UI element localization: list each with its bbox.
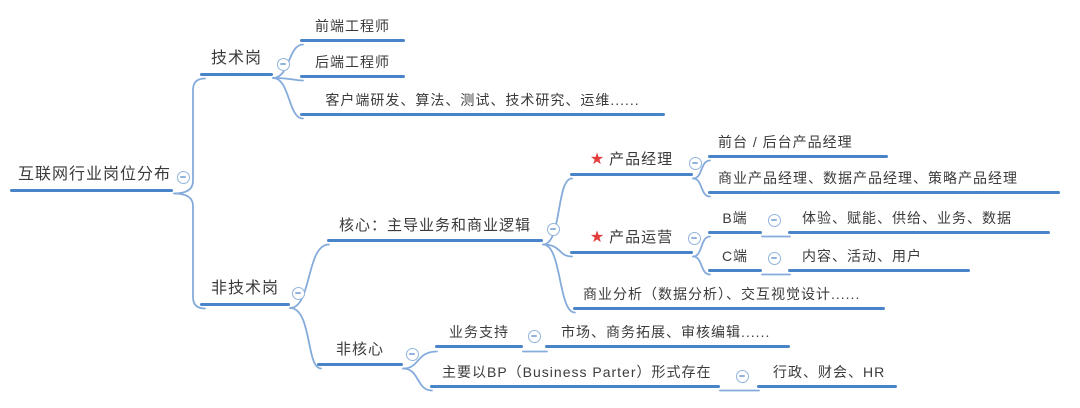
- minus-icon: [691, 237, 697, 239]
- connector: [402, 367, 433, 392]
- node-label: 后端工程师: [315, 54, 390, 70]
- collapse-icon[interactable]: [276, 57, 290, 71]
- node-pm-types[interactable]: 商业产品经理、数据产品经理、策略产品经理: [708, 168, 1060, 194]
- minus-icon: [280, 63, 286, 65]
- node-label: 内容、活动、用户: [802, 248, 922, 264]
- node-label: 产品运营: [609, 229, 674, 246]
- node-business-support-list[interactable]: 市场、商务拓展、审核编辑......: [545, 322, 790, 348]
- collapse-icon[interactable]: [176, 170, 190, 184]
- connector: [289, 243, 330, 309]
- collapse-icon[interactable]: [688, 156, 702, 170]
- node-b-side-list[interactable]: 体验、赋能、供给、业务、数据: [788, 208, 1050, 234]
- node-nontech[interactable]: 非技术岗: [200, 278, 290, 306]
- node-bp-list[interactable]: 行政、财会、HR: [757, 362, 897, 388]
- node-c-side[interactable]: C端: [708, 246, 762, 272]
- collapse-icon[interactable]: [687, 231, 701, 245]
- node-label: C端: [721, 248, 749, 264]
- node-label: 主要以BP（Business Parter）形式存在: [442, 364, 712, 380]
- minus-icon: [295, 292, 301, 294]
- node-business-analysis[interactable]: 商业分析（数据分析）、交互视觉设计......: [573, 284, 885, 310]
- node-label: 前台 / 后台产品经理: [718, 134, 853, 150]
- node-label: 技术岗: [210, 50, 262, 67]
- node-product-operations[interactable]: ★产品运营: [570, 227, 693, 254]
- node-label: 体验、赋能、供给、业务、数据: [802, 210, 1012, 226]
- node-label: 业务支持: [449, 324, 509, 340]
- node-label: 产品经理: [609, 151, 674, 168]
- connector: [272, 77, 304, 120]
- node-label: 市场、商务拓展、审核编辑......: [561, 324, 771, 340]
- node-tech[interactable]: 技术岗: [200, 48, 273, 76]
- star-icon: ★: [589, 229, 605, 246]
- node-backend-engineer[interactable]: 后端工程师: [300, 52, 405, 78]
- minus-icon: [180, 176, 186, 178]
- node-bp[interactable]: 主要以BP（Business Parter）形式存在: [430, 362, 720, 388]
- node-core[interactable]: 核心：主导业务和商业逻辑: [327, 215, 543, 242]
- minus-icon: [771, 219, 777, 221]
- node-label: 非核心: [335, 341, 384, 358]
- minus-icon: [771, 257, 777, 259]
- minus-icon: [409, 353, 415, 355]
- connector: [173, 192, 206, 310]
- node-pm-frontoffice-backoffice[interactable]: 前台 / 后台产品经理: [708, 132, 888, 158]
- collapse-icon[interactable]: [767, 213, 781, 227]
- node-frontend-engineer[interactable]: 前端工程师: [300, 16, 405, 42]
- connector: [542, 177, 573, 246]
- collapse-icon[interactable]: [527, 329, 541, 343]
- node-label: 行政、财会、HR: [773, 364, 886, 380]
- star-icon: ★: [589, 151, 605, 168]
- node-label: 客户端研发、算法、测试、技术研究、运维......: [325, 92, 640, 108]
- node-label: 非技术岗: [210, 280, 279, 297]
- connector: [542, 243, 576, 314]
- minus-icon: [531, 335, 537, 337]
- node-other-tech-roles[interactable]: 客户端研发、算法、测试、技术研究、运维......: [300, 90, 665, 116]
- collapse-icon[interactable]: [767, 251, 781, 265]
- node-noncore[interactable]: 非核心: [317, 339, 403, 366]
- node-label: B端: [722, 210, 748, 226]
- node-label: 前端工程师: [315, 18, 390, 34]
- connector: [692, 255, 711, 276]
- collapse-icon[interactable]: [735, 369, 749, 383]
- minus-icon: [739, 375, 745, 377]
- node-label: 核心：主导业务和商业逻辑: [338, 217, 531, 234]
- node-c-side-list[interactable]: 内容、活动、用户: [788, 246, 970, 272]
- connector: [692, 177, 711, 198]
- minus-icon: [692, 162, 698, 164]
- collapse-icon[interactable]: [405, 347, 419, 361]
- node-business-support[interactable]: 业务支持: [435, 322, 523, 348]
- node-b-side[interactable]: B端: [708, 208, 762, 234]
- node-product-manager[interactable]: ★产品经理: [570, 149, 693, 176]
- node-label: 商业产品经理、数据产品经理、策略产品经理: [718, 170, 1018, 186]
- collapse-icon[interactable]: [291, 286, 305, 300]
- node-label: 互联网行业岗位分布: [18, 166, 172, 183]
- collapse-icon[interactable]: [546, 222, 560, 236]
- connector: [173, 77, 206, 195]
- connector: [289, 307, 322, 370]
- minus-icon: [550, 228, 556, 230]
- node-root[interactable]: 互联网行业岗位分布: [10, 164, 173, 192]
- node-label: 商业分析（数据分析）、交互视觉设计......: [583, 286, 861, 302]
